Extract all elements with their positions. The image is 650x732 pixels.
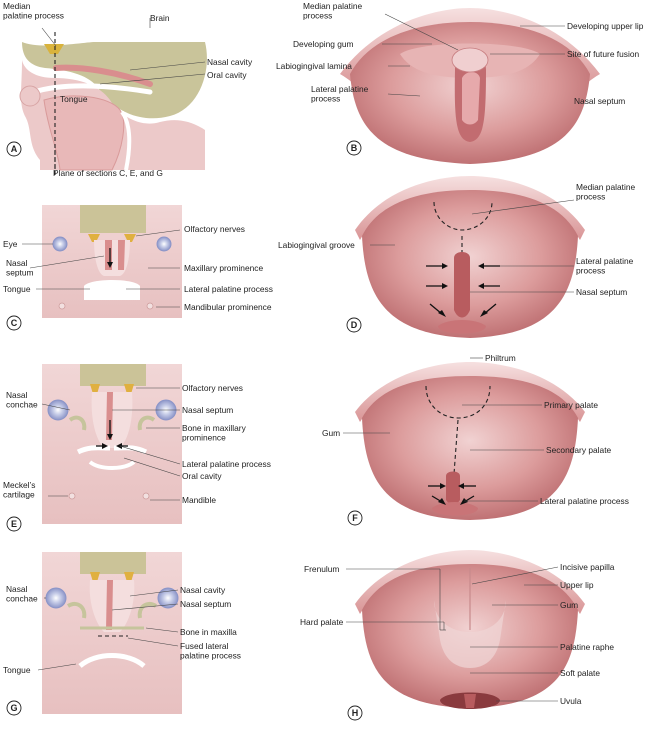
label-g-bone-in-maxilla: Bone in maxilla: [180, 627, 237, 637]
badge-h-letter: H: [352, 708, 359, 718]
label-c-lateral-palatine-process: Lateral palatine process: [184, 284, 273, 294]
label-b-nasal-septum: Nasal septum: [574, 96, 625, 106]
label-c-maxillary-prominence: Maxillary prominence: [184, 263, 263, 273]
badge-d-letter: D: [351, 320, 358, 330]
label-h-soft-palate: Soft palate: [560, 668, 600, 678]
badge-b: B: [346, 140, 362, 156]
label-b-site-of-future-fusion: Site of future fusion: [567, 49, 640, 59]
badge-f-letter: F: [352, 513, 358, 523]
label-h-hard-palate: Hard palate: [300, 617, 344, 627]
badge-g-letter: G: [10, 703, 17, 713]
label-e-olfactory-nerves: Olfactory nerves: [182, 383, 243, 393]
panel-f: Philtrum Gum Primary palate Secondary pa…: [322, 353, 629, 526]
label-e-nasal-septum: Nasal septum: [182, 405, 233, 415]
label-a-brain: Brain: [150, 13, 170, 23]
label-g-nasal-cavity: Nasal cavity: [180, 585, 226, 595]
label-g-nasal-septum: Nasal septum: [180, 599, 231, 609]
badge-a: A: [6, 141, 22, 157]
badge-c: C: [6, 315, 22, 331]
label-e-lateral-palatine-process: Lateral palatine process: [182, 459, 271, 469]
badge-g: G: [6, 700, 22, 716]
panel-h: Frenulum Hard palate Incisive papilla Up…: [300, 550, 615, 721]
label-e-oral-cavity: Oral cavity: [182, 471, 222, 481]
badge-c-letter: C: [11, 318, 18, 328]
label-f-secondary-palate: Secondary palate: [546, 445, 612, 455]
badge-b-letter: B: [351, 143, 358, 153]
label-a-nasal-cavity: Nasal cavity: [207, 57, 253, 67]
label-b-developing-upper-lip: Developing upper lip: [567, 21, 644, 31]
label-h-upper-lip: Upper lip: [560, 580, 594, 590]
median-process-dashed-outline: [433, 201, 493, 231]
label-g-tongue: Tongue: [3, 665, 31, 675]
label-e-mandible: Mandible: [182, 495, 216, 505]
label-d-nasal-septum: Nasal septum: [576, 287, 627, 297]
badge-e-letter: E: [11, 519, 17, 529]
label-h-frenulum: Frenulum: [304, 564, 339, 574]
badge-a-letter: A: [11, 144, 18, 154]
label-h-gum: Gum: [560, 600, 578, 610]
label-h-incisive-papilla: Incisive papilla: [560, 562, 615, 572]
label-f-lateral-palatine-process: Lateral palatine process: [540, 496, 629, 506]
label-a-oral-cavity: Oral cavity: [207, 70, 247, 80]
label-c-eye: Eye: [3, 239, 18, 249]
label-c-tongue: Tongue: [3, 284, 31, 294]
label-d-labiogingival-groove: Labiogingival groove: [278, 240, 355, 250]
badge-e: E: [6, 516, 22, 532]
label-h-uvula: Uvula: [560, 696, 582, 706]
label-b-developing-gum: Developing gum: [293, 39, 354, 49]
badge-f: F: [347, 510, 363, 526]
primary-palate-dashed-outline: [425, 385, 491, 419]
label-h-palatine-raphe: Palatine raphe: [560, 642, 614, 652]
badge-d: D: [346, 317, 362, 333]
brain-shape: [22, 42, 207, 119]
label-f-philtrum: Philtrum: [485, 353, 516, 363]
label-b-labiogingival-lamina: Labiogingival lamina: [276, 61, 352, 71]
label-c-mandibular-prominence: Mandibular prominence: [184, 302, 272, 312]
label-f-gum: Gum: [322, 428, 340, 438]
label-f-primary-palate: Primary palate: [544, 400, 598, 410]
label-c-olfactory-nerves: Olfactory nerves: [184, 224, 245, 234]
label-a-plane-of-sections: Plane of sections C, E, and G: [53, 168, 163, 178]
label-a-tongue: Tongue: [60, 94, 88, 104]
badge-h: H: [347, 705, 363, 721]
